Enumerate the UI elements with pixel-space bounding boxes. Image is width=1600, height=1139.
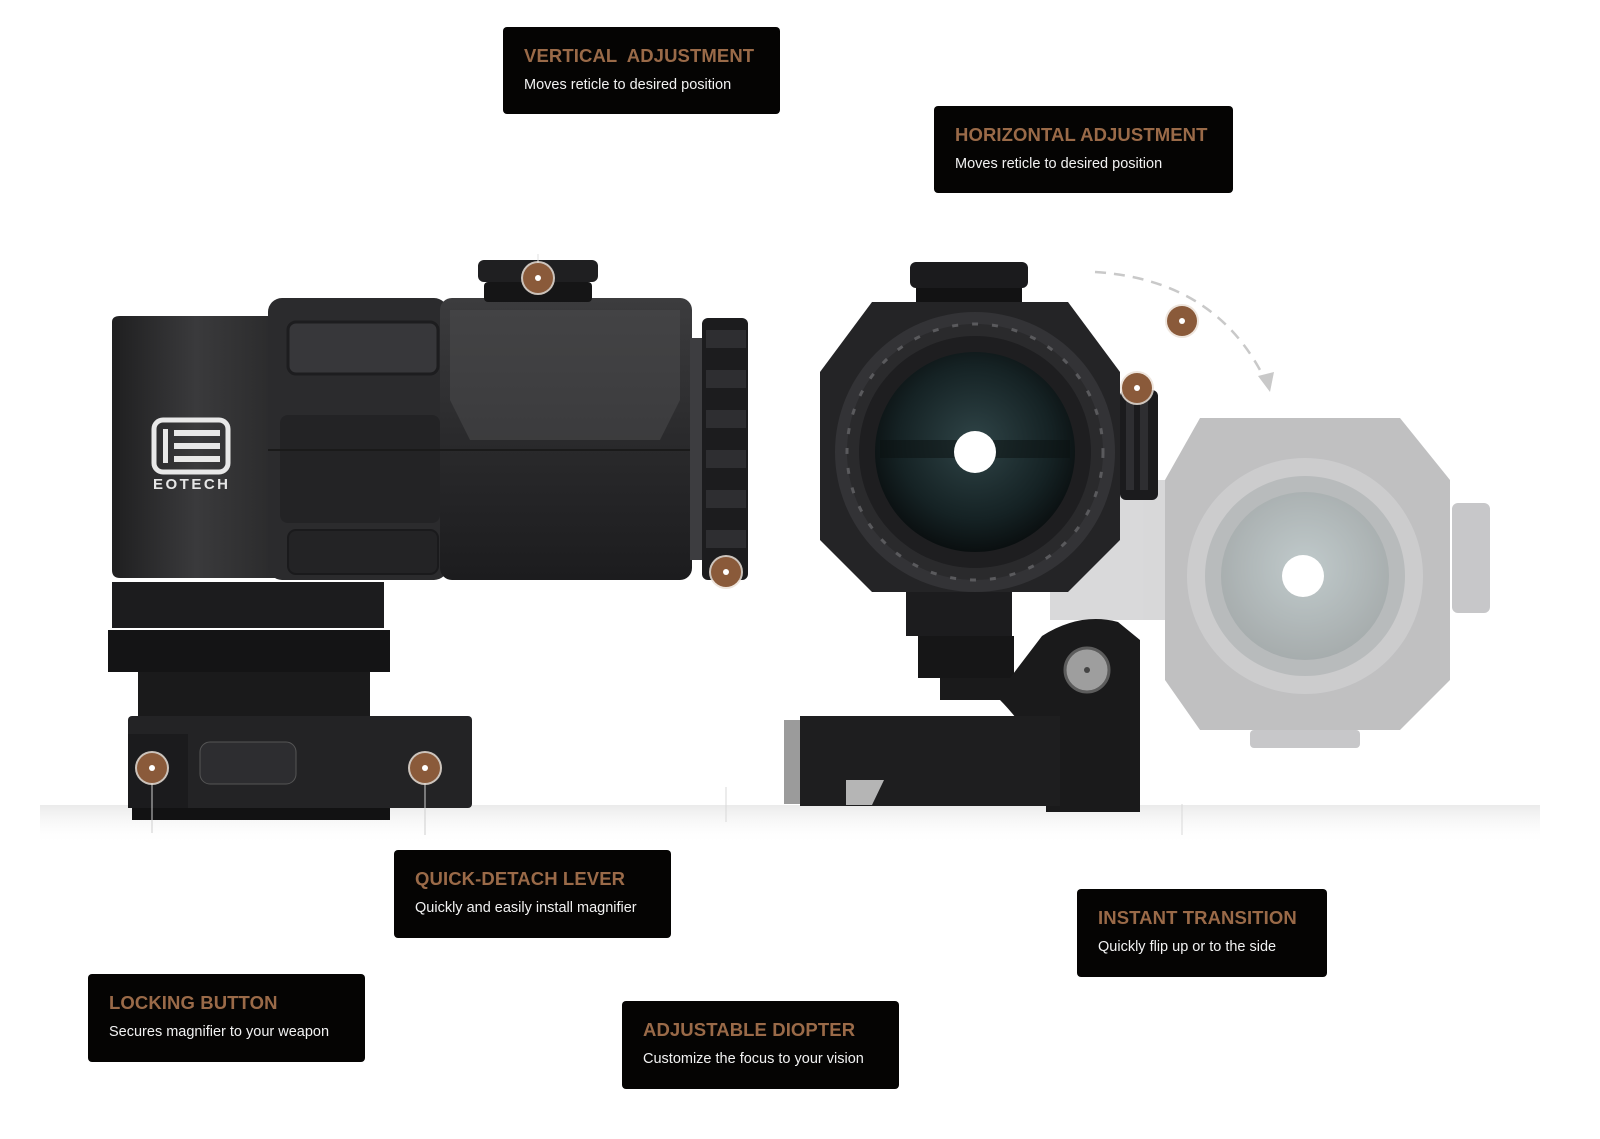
callout-title: VERTICAL ADJUSTMENT (524, 45, 755, 66)
hotspot-horizontal-adjustment[interactable] (1122, 373, 1152, 403)
callout-description: Moves reticle to desired position (955, 156, 1163, 172)
hotspot-quick-detach-lever[interactable] (410, 753, 440, 783)
callout-title: QUICK-DETACH LEVER (415, 868, 626, 889)
callout-title: ADJUSTABLE DIOPTER (643, 1019, 856, 1040)
rear-view-magnifier (784, 262, 1158, 812)
flip-arc-arrow (1094, 270, 1270, 387)
callout-description: Customize the focus to your vision (643, 1051, 864, 1067)
callout-title: LOCKING BUTTON (109, 992, 278, 1013)
arrow-head-icon (1258, 372, 1274, 392)
callout-description: Quickly flip up or to the side (1098, 939, 1277, 955)
callout-quick-detach-lever: QUICK-DETACH LEVER Quickly and easily in… (394, 850, 671, 938)
callout-description: Moves reticle to desired position (524, 77, 732, 93)
callout-description: Quickly and easily install magnifier (415, 900, 637, 916)
callout-title: INSTANT TRANSITION (1098, 907, 1297, 928)
callout-locking-button: LOCKING BUTTON Secures magnifier to your… (88, 974, 365, 1062)
callout-instant-transition: INSTANT TRANSITION Quickly flip up or to… (1077, 889, 1327, 977)
hotspot-locking-button[interactable] (137, 753, 167, 783)
callout-title: HORIZONTAL ADJUSTMENT (955, 124, 1208, 145)
eotech-logo-icon (151, 417, 231, 475)
hotspot-vertical-adjustment[interactable] (523, 263, 553, 293)
callout-adjustable-diopter: ADJUSTABLE DIOPTER Customize the focus t… (622, 1001, 899, 1089)
brand-wordmark: EOTECH (153, 476, 231, 493)
callout-vertical-adjustment: VERTICAL ADJUSTMENT Moves reticle to des… (503, 27, 780, 114)
side-view-magnifier (108, 260, 748, 820)
hotspot-instant-transition[interactable] (1167, 306, 1197, 336)
hotspot-adjustable-diopter[interactable] (711, 557, 741, 587)
callout-description: Secures magnifier to your weapon (109, 1024, 330, 1040)
callout-horizontal-adjustment: HORIZONTAL ADJUSTMENT Moves reticle to d… (934, 106, 1233, 193)
